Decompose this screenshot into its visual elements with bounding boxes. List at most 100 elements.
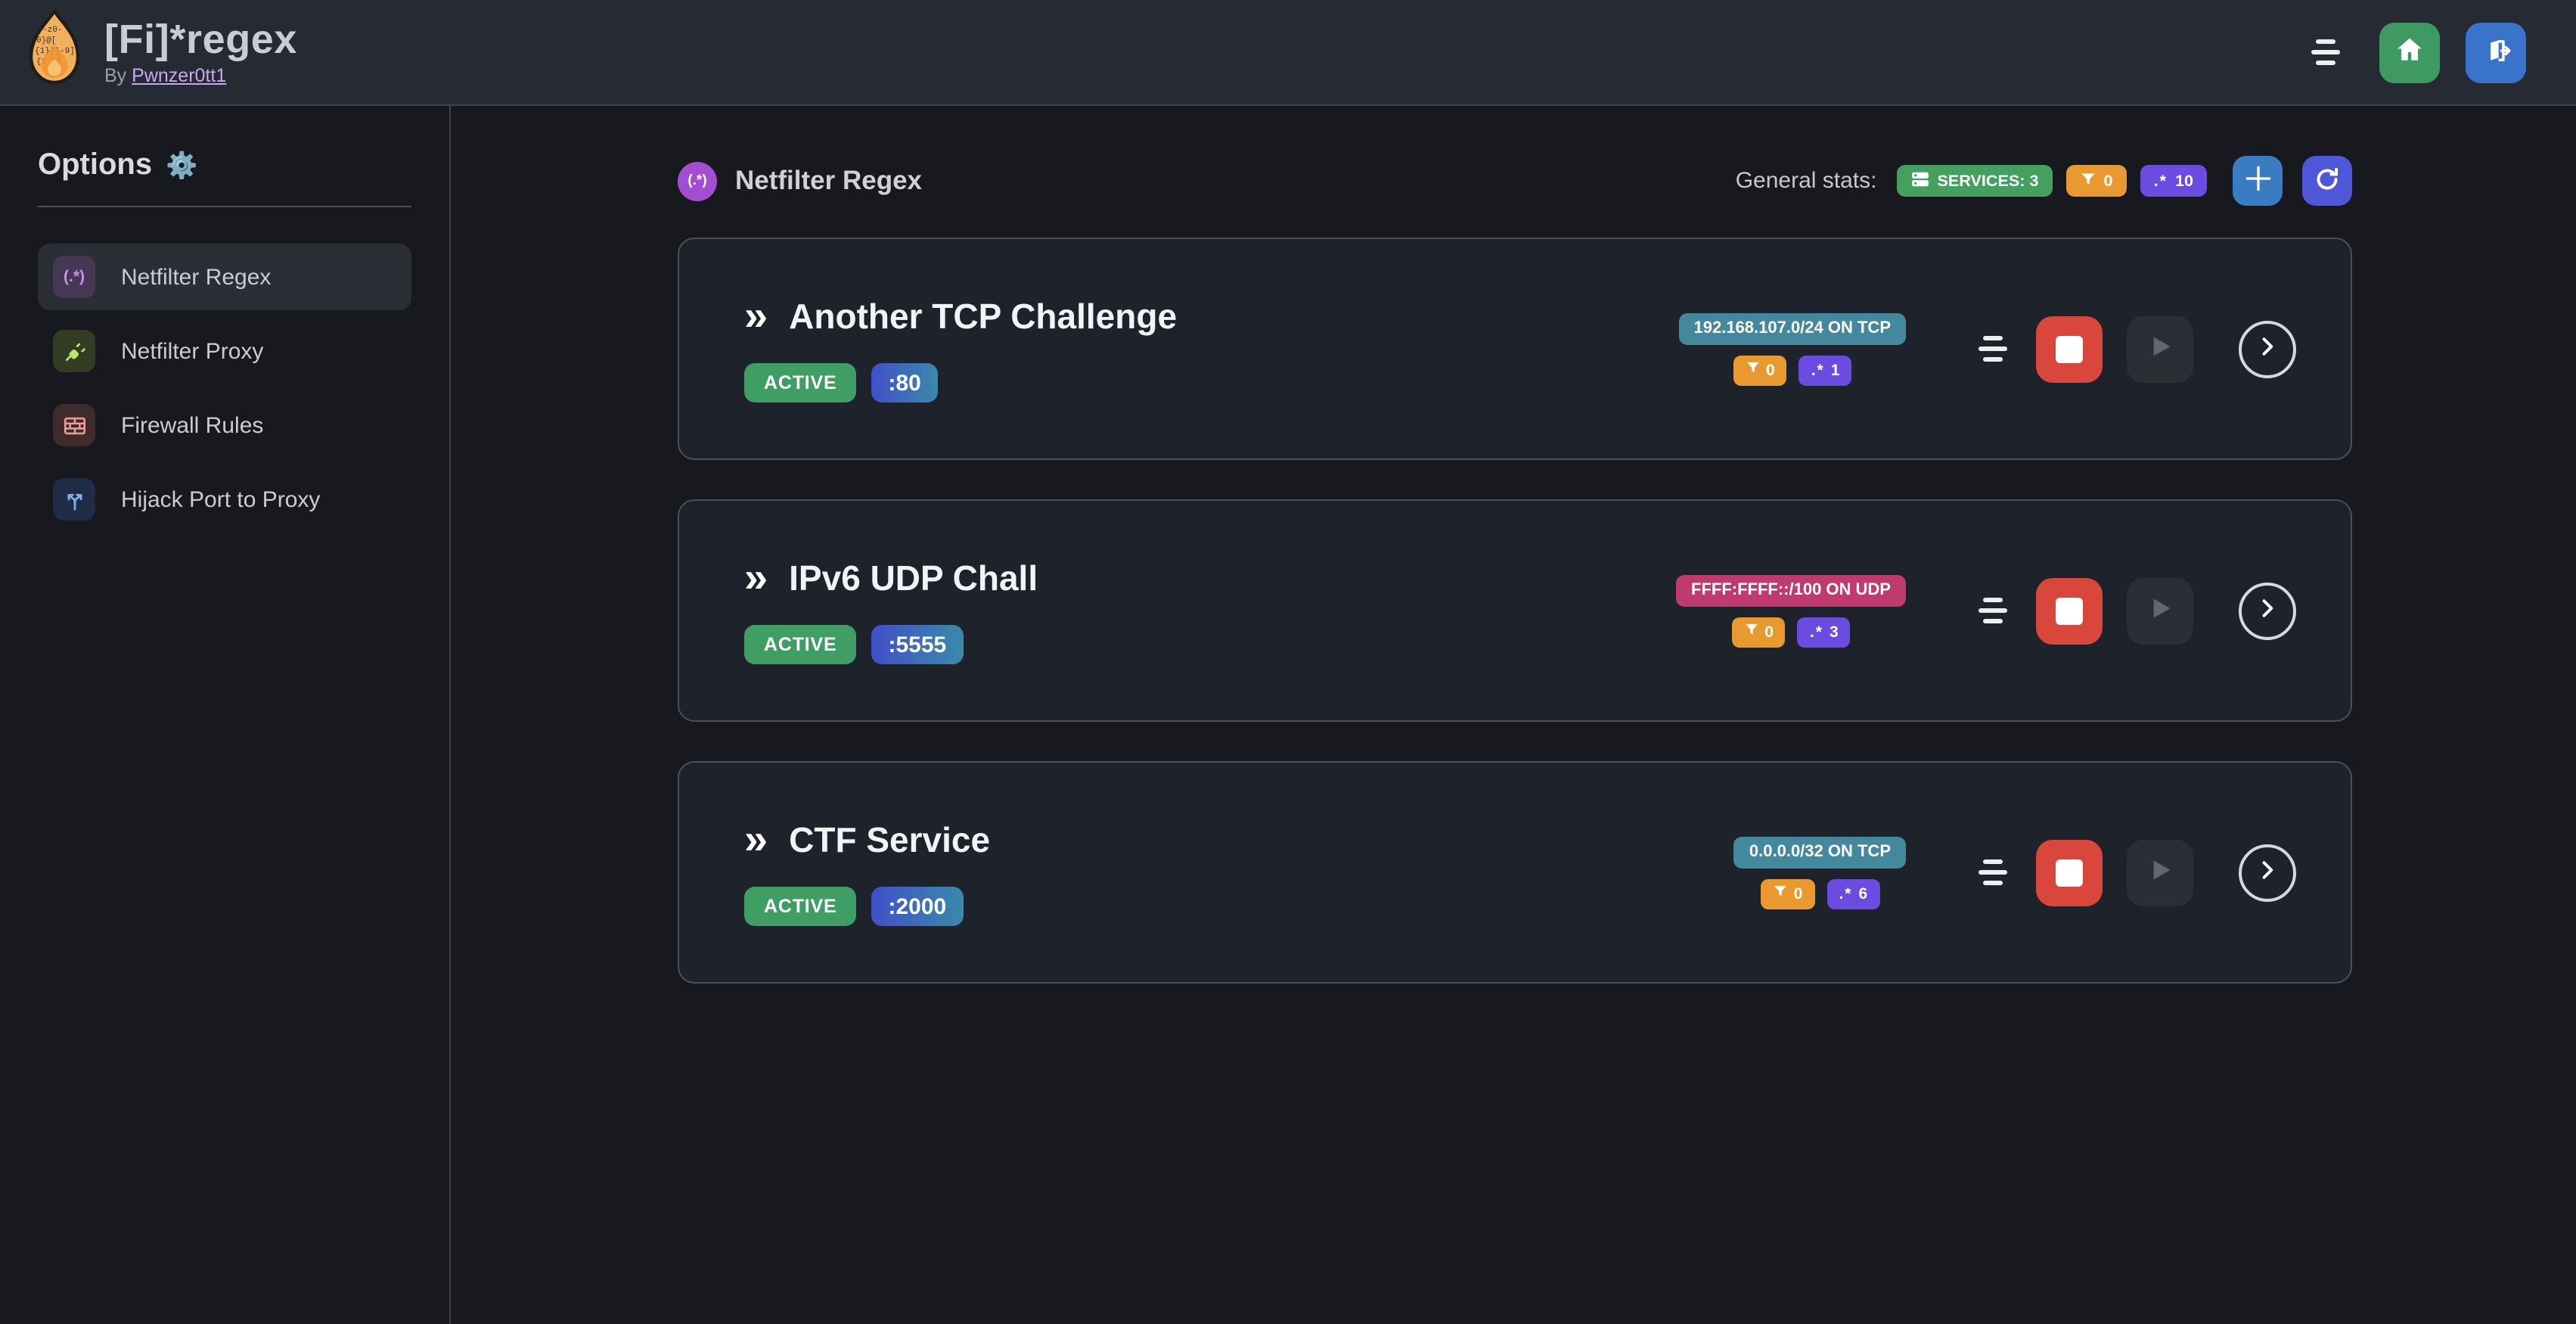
services-count: SERVICES: 3 [1937, 172, 2039, 190]
filters-mini-count: 0 [1766, 361, 1775, 379]
filters-count: 0 [2103, 172, 2113, 190]
target-cluster: 0.0.0.0/32 ON TCP 0 .* [1733, 836, 1906, 909]
topbar-actions [2311, 22, 2526, 82]
open-service-button[interactable] [2239, 844, 2296, 901]
service-card-actions: 192.168.107.0/24 ON TCP 0 .* [1678, 312, 2296, 385]
brand-text: [Fi]*regex By Pwnzer0tt1 [104, 17, 298, 85]
filters-mini-count: 0 [1764, 623, 1774, 641]
stats-label: General stats: [1735, 168, 1877, 194]
double-chevron-icon: » [744, 816, 768, 862]
target-badge: 0.0.0.0/32 ON TCP [1733, 836, 1906, 868]
target-badge: 192.168.107.0/24 ON TCP [1678, 312, 1906, 344]
regexes-count: 10 [2174, 172, 2193, 190]
sidebar-item-label: Netfilter Proxy [121, 338, 264, 364]
server-icon [1910, 169, 1930, 193]
sidebar-nav: (.*) Netfilter Regex Netfilter Proxy [38, 244, 411, 533]
service-list: » Another TCP Challenge ACTIVE :80 192.1… [678, 238, 2352, 984]
add-service-button[interactable] [2233, 156, 2283, 206]
regexes-mini-badge: .* 3 [1797, 617, 1851, 647]
stop-icon [2056, 597, 2083, 624]
service-card-info: » CTF Service ACTIVE :2000 [744, 816, 991, 926]
regex-dot-star-icon: .* [2153, 172, 2168, 190]
chevron-right-icon [2254, 595, 2281, 626]
plug-icon [53, 330, 95, 372]
topbar: -z0- 0}@[ {1}|)-9] {1 z] [Fi]*regex By P… [0, 0, 2576, 106]
regexes-mini-badge: .* 1 [1799, 355, 1852, 385]
filters-count-badge: 0 [2065, 165, 2127, 197]
home-button[interactable] [2379, 22, 2440, 82]
play-icon [2145, 855, 2175, 890]
target-badge: FFFF:FFFF::/100 ON UDP [1676, 574, 1906, 606]
regex-dot-star-icon: .* [1809, 623, 1823, 641]
play-icon [2145, 593, 2175, 628]
funnel-icon [1745, 360, 1760, 380]
filters-mini-badge: 0 [1733, 355, 1787, 385]
funnel-icon [1743, 622, 1758, 642]
refresh-button[interactable] [2302, 156, 2352, 206]
section-title: Netfilter Regex [735, 165, 923, 195]
double-chevron-icon: » [744, 292, 768, 339]
play-icon [2145, 331, 2175, 366]
sidebar-item-netfilter-regex[interactable]: (.*) Netfilter Regex [38, 244, 411, 310]
byline: By Pwnzer0tt1 [104, 64, 297, 85]
logout-icon [2480, 34, 2512, 70]
main-content: (.*) Netfilter Regex General stats: [451, 106, 2576, 1324]
regexes-mini-badge: .* 6 [1826, 878, 1880, 909]
service-name: IPv6 UDP Chall [789, 558, 1038, 597]
start-service-button[interactable] [2127, 839, 2193, 906]
gear-icon: ⚙️ [166, 151, 198, 179]
sidebar-item-firewall-rules[interactable]: Firewall Rules [38, 392, 411, 458]
start-service-button[interactable] [2127, 315, 2193, 382]
open-service-button[interactable] [2239, 320, 2296, 378]
port-badge: :2000 [871, 887, 964, 926]
sidebar-item-hijack-port[interactable]: Hijack Port to Proxy [38, 466, 411, 533]
service-card-actions: FFFF:FFFF::/100 ON UDP 0 .* [1676, 574, 2296, 647]
service-menu-icon[interactable] [1979, 598, 2007, 623]
service-menu-icon[interactable] [1979, 336, 2007, 362]
general-stats: General stats: SERVICES: 3 [1736, 156, 2352, 206]
service-card: » IPv6 UDP Chall ACTIVE :5555 FFFF:FFFF:… [678, 499, 2352, 722]
target-cluster: 192.168.107.0/24 ON TCP 0 .* [1678, 312, 1906, 385]
regexes-mini-count: 1 [1830, 361, 1840, 379]
app-title: [Fi]*regex [104, 17, 298, 63]
start-service-button[interactable] [2127, 577, 2193, 644]
port-badge: :80 [871, 363, 938, 402]
sidebar-header: Options ⚙️ [38, 148, 411, 183]
main-header: (.*) Netfilter Regex General stats: [678, 156, 2352, 206]
logout-button[interactable] [2466, 22, 2526, 82]
service-menu-icon[interactable] [1979, 859, 2007, 885]
brick-wall-icon [53, 404, 95, 446]
stop-service-button[interactable] [2036, 577, 2103, 644]
port-badge: :5555 [871, 625, 964, 664]
sidebar-item-netfilter-proxy[interactable]: Netfilter Proxy [38, 318, 411, 384]
regex-section-icon: (.*) [678, 161, 717, 200]
service-card: » CTF Service ACTIVE :2000 0.0.0.0/32 ON… [678, 761, 2352, 984]
stop-service-button[interactable] [2036, 839, 2103, 906]
sidebar: Options ⚙️ (.*) Netfilter Regex [0, 106, 451, 1324]
chevron-right-icon [2254, 333, 2281, 365]
regexes-mini-count: 6 [1858, 884, 1868, 903]
stop-service-button[interactable] [2036, 315, 2103, 382]
service-name: CTF Service [789, 819, 991, 859]
regex-dot-star-icon: .* [1811, 361, 1825, 379]
service-name: Another TCP Challenge [789, 296, 1178, 335]
brand: -z0- 0}@[ {1}|)-9] {1 z] [Fi]*regex By P… [24, 8, 298, 95]
regexes-mini-count: 3 [1830, 623, 1839, 641]
chevron-right-icon [2254, 856, 2281, 888]
sidebar-item-label: Hijack Port to Proxy [121, 486, 321, 512]
service-card-info: » Another TCP Challenge ACTIVE :80 [744, 292, 1178, 402]
svg-text:0}@[: 0}@[ [36, 36, 56, 45]
filters-mini-badge: 0 [1760, 878, 1815, 909]
home-icon [2394, 35, 2425, 70]
page-body: Options ⚙️ (.*) Netfilter Regex [0, 106, 2576, 1324]
sidebar-item-label: Netfilter Regex [121, 264, 272, 290]
funnel-icon [2080, 170, 2096, 191]
open-service-button[interactable] [2239, 582, 2296, 639]
byline-prefix: By [104, 64, 127, 86]
author-link[interactable]: Pwnzer0tt1 [132, 64, 227, 86]
funnel-icon [1773, 884, 1788, 903]
services-count-badge: SERVICES: 3 [1896, 165, 2053, 197]
filters-mini-count: 0 [1793, 884, 1803, 903]
menu-icon[interactable] [2311, 39, 2340, 65]
